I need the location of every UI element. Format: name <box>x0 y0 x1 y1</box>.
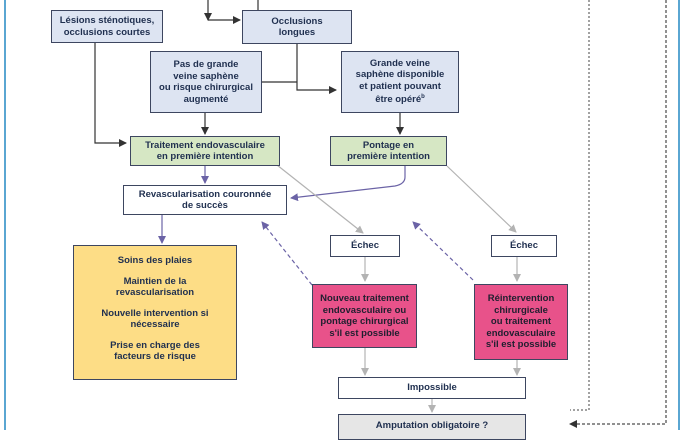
node-line: de succès <box>182 200 228 211</box>
node-line-text: être opéré <box>375 94 422 106</box>
node-line: Pas de grande <box>173 59 239 70</box>
node-impossible: Impossible <box>338 377 526 399</box>
node-long-occlusions: Occlusions longues <box>242 10 352 44</box>
node-line: ou risque chirurgical <box>159 82 253 93</box>
node-line: longues <box>278 27 316 38</box>
node-line: Amputation obligatoire ? <box>375 420 489 431</box>
node-line: s'il est possible <box>329 327 400 339</box>
node-line: être opéréb <box>375 92 425 106</box>
node-reintervention: Réintervention chirurgicale ou traitemen… <box>474 284 568 360</box>
frame-border-left <box>4 0 6 430</box>
node-line: occlusions courtes <box>63 26 151 38</box>
flowchart: Lésions sténotiques, occlusions courtes … <box>4 0 680 440</box>
connector-layer <box>94 0 667 428</box>
connector-bypass-to-failure <box>446 165 517 233</box>
connector-dashed-outer <box>569 0 667 428</box>
care-item: Nouvelle intervention si nécessaire <box>101 307 209 331</box>
connector-long-to-vein <box>296 44 337 94</box>
node-line: Occlusions <box>271 15 323 27</box>
care-item: Maintien de la revascularisation <box>115 275 195 299</box>
care-item: Prise en charge des facteurs de risque <box>110 339 200 363</box>
node-line: Échec <box>510 240 538 252</box>
connector-endo-to-failure <box>276 164 364 234</box>
node-vein-available: Grande veine saphène disponible et patie… <box>341 51 459 113</box>
node-failure-left: Échec <box>330 235 400 257</box>
connector-dashed-inner <box>570 0 590 411</box>
connector-stenotic-to-endo <box>94 43 127 147</box>
node-bypass-first: Pontage en première intention <box>330 136 447 166</box>
frame-border-right <box>678 0 680 430</box>
node-line: Pontage en <box>362 139 415 151</box>
node-line: endovasculaire ou <box>322 304 407 316</box>
node-line: Réintervention <box>487 293 555 305</box>
node-wound-care: Soins des plaies Maintien de la revascul… <box>73 245 237 380</box>
node-line: Traitement endovasculaire <box>145 139 265 151</box>
node-line: augmenté <box>183 93 229 105</box>
node-line: Impossible <box>407 382 457 394</box>
node-no-vein-or-risk: Pas de grande veine saphène ou risque ch… <box>150 51 262 113</box>
care-item: Soins des plaies <box>117 255 193 266</box>
node-revascularisation-success: Revascularisation couronnée de succès <box>123 185 287 215</box>
node-line: ou traitement <box>490 316 552 328</box>
node-new-treatment: Nouveau traitement endovasculaire ou pon… <box>312 284 417 348</box>
node-line: s'il est possible <box>485 339 557 351</box>
node-line: en première intention <box>156 151 254 162</box>
node-line: Lésions sténotiques, <box>59 15 155 26</box>
node-line: chirurgicale <box>494 304 548 316</box>
node-line: pontage chirurgical <box>320 316 409 327</box>
node-failure-right: Échec <box>491 235 557 257</box>
node-line: saphène disponible <box>355 69 445 81</box>
connector-bypass-to-success <box>290 166 406 202</box>
footnote-marker: b <box>421 94 425 101</box>
node-line: Échec <box>351 240 379 252</box>
node-line: première intention <box>347 151 430 162</box>
connector-new-to-success <box>261 221 313 286</box>
node-line: Revascularisation couronnée <box>138 188 272 200</box>
node-endovascular-first: Traitement endovasculaire en première in… <box>130 136 280 166</box>
node-line: et patient pouvant <box>359 80 441 92</box>
node-line: Grande veine <box>369 57 431 69</box>
node-line: endovasculaire <box>486 327 556 339</box>
node-line: Nouveau traitement <box>320 293 409 304</box>
connector-reint-to-success <box>412 221 474 281</box>
node-amputation: Amputation obligatoire ? <box>338 414 526 440</box>
node-line: veine saphène <box>173 70 239 82</box>
node-stenotic-lesions: Lésions sténotiques, occlusions courtes <box>51 10 163 43</box>
